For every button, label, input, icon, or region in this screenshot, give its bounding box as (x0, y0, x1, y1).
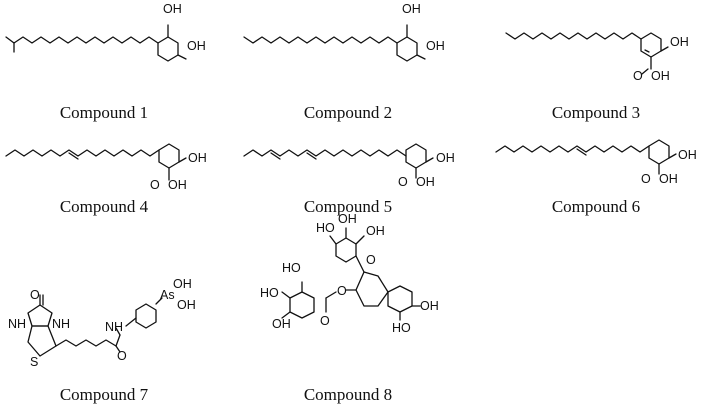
compound-1-caption: Compound 1 (59, 103, 149, 122)
atom-o: O (337, 284, 347, 298)
atom-o: O (150, 178, 160, 192)
atom-o: O (633, 69, 643, 83)
compound-1-structure: OH OH (5, 2, 206, 62)
compound-5-structure: OH O OH (243, 143, 455, 189)
compound-8-caption: Compound 8 (303, 385, 393, 404)
atom-oh: OH (670, 35, 689, 49)
atom-o: O (366, 253, 376, 267)
atom-as: As (160, 288, 175, 302)
atom-o: O (398, 175, 408, 189)
atom-nh: NH (52, 317, 70, 331)
atom-oh: OH (163, 2, 182, 16)
atom-oh: OH (659, 172, 678, 186)
atom-oh: OH (436, 151, 455, 165)
atom-nh: NH (8, 317, 26, 331)
atom-o: O (30, 288, 40, 302)
compound-4-structure: OH O OH (5, 143, 207, 192)
compound-3-caption: Compound 3 (551, 103, 641, 122)
atom-nh: NH (105, 320, 123, 334)
atom-ho: HO (316, 221, 335, 235)
atom-oh: OH (420, 299, 439, 313)
atom-oh: OH (272, 317, 291, 331)
atom-ho: HO (260, 286, 279, 300)
compound-4-caption: Compound 4 (59, 197, 149, 216)
atom-ho: HO (282, 261, 301, 275)
compound-6-caption: Compound 6 (551, 197, 641, 216)
compound-6-structure: OH O OH (495, 139, 697, 186)
atom-oh: OH (678, 148, 697, 162)
compound-7-caption: Compound 7 (59, 385, 149, 404)
atom-oh: OH (402, 2, 421, 16)
atom-s: S (30, 355, 38, 369)
compound-8-structure: HO OH OH O O O HO HO OH OH HO (260, 212, 439, 335)
atom-oh: OH (173, 277, 192, 291)
atom-oh: OH (426, 39, 445, 53)
atom-oh: OH (366, 224, 385, 238)
atom-oh: OH (177, 298, 196, 312)
compound-5-caption: Compound 5 (303, 197, 393, 216)
atom-oh: OH (651, 69, 670, 83)
atom-o: O (320, 314, 330, 328)
atom-oh: OH (187, 39, 206, 53)
compound-2-caption: Compound 2 (303, 103, 393, 122)
atom-ho: HO (392, 321, 411, 335)
atom-oh: OH (338, 212, 357, 226)
compound-2-structure: OH OH (243, 2, 445, 62)
atom-oh: OH (416, 175, 435, 189)
compound-7-structure: O NH NH S NH O As OH OH (8, 277, 196, 369)
atom-o: O (641, 172, 651, 186)
atom-oh: OH (168, 178, 187, 192)
atom-oh: OH (188, 151, 207, 165)
atom-o: O (117, 349, 127, 363)
compound-3-structure: OH O OH (505, 32, 689, 83)
